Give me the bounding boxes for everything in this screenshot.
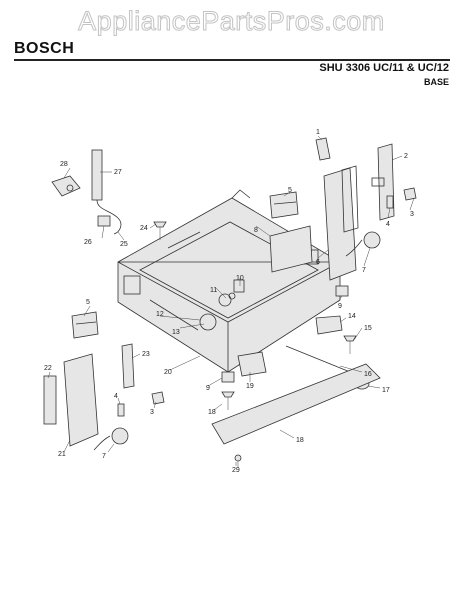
part-4-lower: [117, 403, 125, 417]
part-9-lower: [221, 371, 235, 383]
section-title: BASE: [423, 77, 449, 87]
part-19: [237, 351, 267, 377]
callout-8: 8: [254, 227, 258, 234]
header-rule: [14, 59, 450, 61]
callout-1: 1: [316, 129, 320, 136]
callout-6: 6: [316, 259, 320, 266]
screw-15: [343, 335, 357, 354]
callout-25: 25: [120, 241, 128, 248]
part-3-lower: [151, 391, 165, 405]
callout-11: 11: [210, 287, 217, 294]
callout-26: 26: [84, 239, 92, 246]
callout-9: 9: [338, 303, 342, 310]
callout-3: 3: [410, 211, 414, 218]
spring-5-left: [71, 311, 99, 339]
switch-7-lower: [93, 427, 129, 451]
part-10: [233, 279, 245, 293]
brand-logo: BOSCH: [14, 40, 75, 57]
callout-20: 20: [164, 369, 172, 376]
screw-24: [153, 221, 167, 240]
callout-2: 2: [404, 153, 408, 160]
kickplate-18: [211, 363, 381, 445]
callout-19: 19: [246, 383, 254, 390]
callout-10: 10: [236, 275, 244, 282]
callout-13: 13: [172, 329, 180, 336]
callout-23: 23: [142, 351, 150, 358]
callout-27: 27: [114, 169, 122, 176]
model-number: SHU 3306 UC/11 & UC/12: [319, 62, 449, 74]
watermark-logo: AppliancePartsPros.com: [78, 6, 385, 37]
callout-14: 14: [348, 313, 356, 320]
callout-4: 4: [386, 221, 390, 228]
bracket-part: [51, 175, 81, 197]
callout-24: 24: [140, 225, 148, 232]
callout-29: 29: [232, 467, 240, 474]
strip-8: [269, 225, 313, 273]
part-9: [335, 285, 349, 297]
hinge-bracket-2: [371, 143, 395, 221]
box-14: [315, 315, 343, 335]
callout-4-lower: 4: [114, 393, 118, 400]
callout-18: 18: [296, 437, 304, 444]
callout-3-lower: 3: [150, 409, 154, 416]
base-tub: [117, 189, 341, 373]
part-4: [386, 195, 394, 209]
screw-18: [221, 391, 235, 410]
callout-21: 21: [58, 451, 66, 458]
callout-7: 7: [362, 267, 366, 274]
callout-18-lower: 18: [208, 409, 216, 416]
callout-22: 22: [44, 365, 52, 372]
switch-7: [345, 231, 381, 257]
part-1: [315, 137, 331, 161]
callout-16: 16: [364, 371, 372, 378]
side-frame-6: [323, 165, 359, 281]
callout-numbers: 1 2 3 4 5 6 7 8 9 10 11 12 13 14 15 16 1…: [44, 129, 414, 474]
screw-29: [234, 454, 242, 468]
side-frame-21: [43, 353, 99, 447]
callout-5: 5: [288, 187, 292, 194]
clamp-part: [97, 215, 111, 227]
callout-12: 12: [156, 311, 164, 318]
callout-9-lower: 9: [206, 385, 210, 392]
spring-5-right: [269, 191, 299, 219]
hose-part: [91, 149, 122, 235]
callout-5-left: 5: [86, 299, 90, 306]
bracket-23: [121, 343, 135, 389]
part-3: [403, 187, 417, 201]
callout-17: 17: [382, 387, 390, 394]
leader-lines: [47, 135, 415, 466]
callout-28: 28: [60, 161, 68, 168]
callout-7-lower: 7: [102, 453, 106, 460]
callout-15: 15: [364, 325, 372, 332]
